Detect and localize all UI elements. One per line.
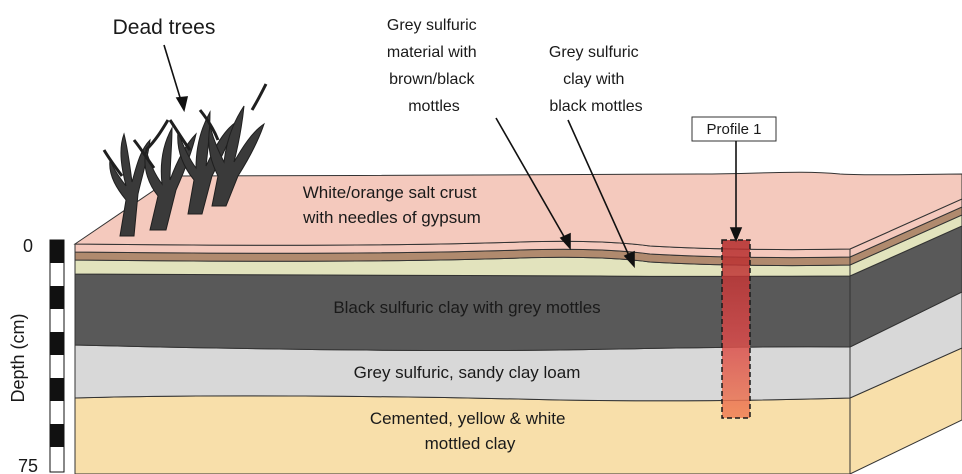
depth-bottom-tick: 75 (18, 456, 38, 474)
black-clay-label: Black sulfuric clay with grey mottles (333, 298, 600, 317)
depth-scale-bar (50, 240, 64, 472)
grey-sulfuric-clay-label: Grey sulfuric clay with black mottles (549, 44, 643, 115)
dead-trees-arrow (164, 45, 182, 104)
grey-sulfuric-material-label: Grey sulfuric material with brown/black … (387, 17, 481, 115)
dead-trees-label: Dead trees (113, 16, 216, 39)
sandy-loam-label: Grey sulfuric, sandy clay loam (354, 363, 581, 382)
depth-top-tick: 0 (23, 236, 33, 256)
dead-trees-arrowhead (177, 97, 187, 110)
depth-axis-label: Depth (cm) (8, 313, 28, 402)
profile-column (722, 240, 750, 418)
profile-label: Profile 1 (706, 121, 761, 138)
